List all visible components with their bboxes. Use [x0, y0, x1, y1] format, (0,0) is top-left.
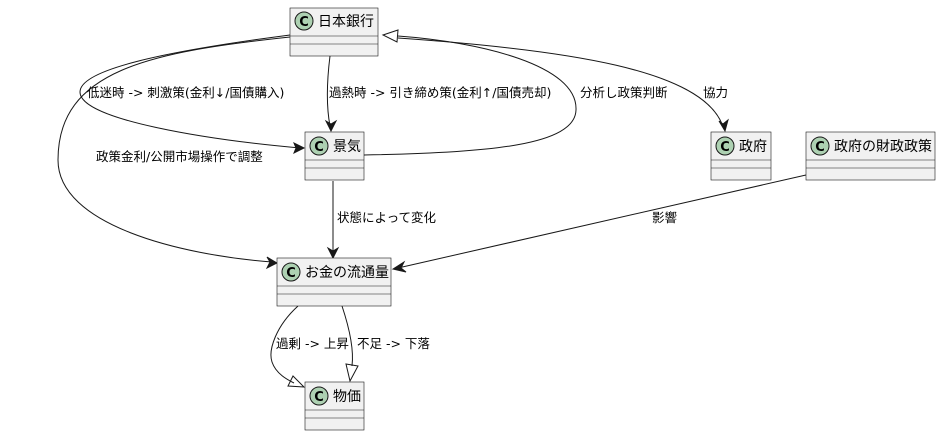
class-stereotype-letter: C [299, 15, 309, 30]
edge-label-money-prices-shortage: 不足 -> 下落 [357, 336, 430, 351]
edge-label-boj-economy-low: 低迷時 -> 刺激策(金利↓/国債購入) [87, 85, 284, 100]
class-name: 政府 [739, 139, 767, 155]
edge-boj-economy-low-arrowhead [293, 141, 306, 155]
class-stereotype-letter: C [314, 390, 324, 405]
class-stereotype-letter: C [815, 140, 825, 155]
class-stereotype-letter: C [286, 266, 296, 281]
edge-label-boj-money: 政策金利/公開市場操作で調整 [96, 149, 263, 164]
edge-label-fiscal-money: 影響 [652, 210, 677, 225]
edge-boj-government-arrowhead [718, 118, 729, 133]
edge-boj-economy-high [326, 55, 331, 127]
class-name: 政府の財政政策 [834, 138, 932, 155]
edge-label-economy-boj: 分析し政策判断 [580, 85, 668, 100]
class-node-boj[interactable]: C 日本銀行 [289, 7, 379, 57]
class-stereotype-letter: C [720, 140, 730, 155]
class-stereotype-icon [294, 11, 314, 31]
edge-money-prices-shortage [341, 305, 353, 367]
edge-labels: 低迷時 -> 刺激策(金利↓/国債購入) 過熱時 -> 引き締め策(金利↑/国債… [87, 85, 728, 351]
edge-boj-economy-low [79, 34, 301, 149]
class-stereotype-icon [715, 136, 735, 156]
edge-economy-money-arrowhead [326, 246, 340, 260]
edge-boj-economy-high-arrowhead [324, 119, 338, 133]
edge-label-boj-economy-high: 過熱時 -> 引き締め策(金利↑/国債売却) [329, 85, 551, 100]
class-stereotype-icon [281, 262, 301, 282]
edge-money-prices-excess-arrowhead [287, 375, 306, 388]
edge-fiscal-money [397, 174, 807, 269]
class-name: 日本銀行 [318, 14, 374, 30]
class-stereotype-icon [309, 386, 329, 406]
class-box [805, 131, 936, 181]
class-node-government[interactable]: C 政府 [710, 131, 772, 181]
edge-boj-money [57, 36, 291, 263]
class-stereotype-icon [309, 136, 329, 156]
class-name: お金の流通量 [305, 265, 389, 281]
class-node-economy[interactable]: C 景気 [304, 131, 365, 181]
class-node-money-supply[interactable]: C お金の流通量 [276, 257, 392, 307]
edge-economy-boj [363, 35, 577, 156]
edge-label-economy-money: 状態によって変化 [337, 210, 437, 225]
edge-boj-money-arrowhead [265, 256, 279, 270]
class-stereotype-icon [810, 136, 830, 156]
edge-money-prices-excess [270, 305, 299, 384]
edge-money-prices-shortage-arrowhead [345, 363, 359, 383]
class-name: 物価 [333, 389, 361, 405]
edge-label-boj-government: 協力 [703, 85, 728, 100]
edges [57, 29, 807, 388]
class-name: 景気 [333, 139, 361, 155]
edge-boj-government [397, 37, 723, 125]
class-node-fiscal-policy[interactable]: C 政府の財政政策 [805, 131, 936, 181]
class-node-prices[interactable]: C 物価 [304, 381, 365, 431]
edge-economy-boj-arrowhead [381, 29, 399, 43]
class-stereotype-letter: C [314, 140, 324, 155]
edge-fiscal-money-arrowhead [391, 260, 407, 273]
edge-label-money-prices-excess: 過剰 -> 上昇 [276, 336, 349, 351]
